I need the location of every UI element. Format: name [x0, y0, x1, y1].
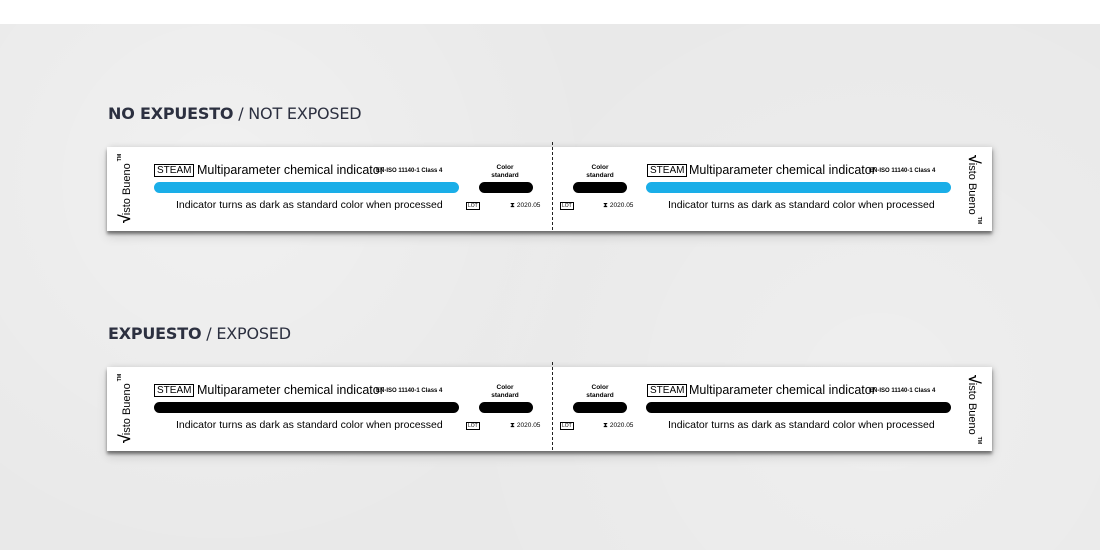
background [0, 24, 1100, 550]
indicator-bar [646, 182, 951, 193]
indicator-bar [646, 402, 951, 413]
expiry-date: ⧗2020.05 [603, 422, 634, 429]
instruction-text: Indicator turns as dark as standard colo… [176, 199, 443, 211]
instruction-text: Indicator turns as dark as standard colo… [176, 419, 443, 431]
expiry-date: ⧗2020.05 [510, 202, 541, 209]
lot-label: LOT [466, 422, 480, 430]
lot-label: LOT [560, 202, 574, 210]
color-standard-bar [479, 182, 533, 193]
color-standard-bar [479, 402, 533, 413]
standard-reference: EN-ISO 11140-1 Class 4 [869, 168, 936, 174]
steam-badge: STEAM [154, 384, 195, 397]
hourglass-icon: ⧗ [603, 202, 608, 209]
hourglass-icon: ⧗ [510, 202, 515, 209]
lot-label: LOT [560, 422, 574, 430]
lot-label: LOT [466, 202, 480, 210]
expiry-date: ⧗2020.05 [603, 202, 634, 209]
section-title-bold: NO EXPUESTO [108, 104, 234, 123]
perforation-cut-line [552, 142, 553, 230]
strip-half-left: STEAM Multiparameter chemical indicator … [107, 367, 552, 451]
section-title-exposed: EXPUESTO / EXPOSED [108, 324, 291, 343]
hourglass-icon: ⧗ [510, 422, 515, 429]
brand-logo-right: √isto BuenoTM [960, 147, 986, 231]
section-title-bold: EXPUESTO [108, 324, 202, 343]
indicator-bar [154, 182, 459, 193]
indicator-bar [154, 402, 459, 413]
section-title-rest: / NOT EXPOSED [233, 104, 362, 123]
instruction-text: Indicator turns as dark as standard colo… [668, 199, 935, 211]
trademark: TM [976, 436, 982, 444]
hourglass-icon: ⧗ [603, 422, 608, 429]
indicator-strip-not-exposed: √isto BuenoTM STEAM Multiparameter chemi… [107, 142, 992, 231]
strip-half-left: STEAM Multiparameter chemical indicator … [107, 147, 552, 231]
indicator-title: Multiparameter chemical indicator [197, 383, 384, 397]
brand-name: isto Bueno [966, 382, 978, 435]
expiry-date: ⧗2020.05 [510, 422, 541, 429]
section-title-rest: / EXPOSED [201, 324, 291, 343]
check-icon: √ [965, 154, 982, 163]
indicator-title: Multiparameter chemical indicator [689, 383, 876, 397]
steam-badge: STEAM [154, 164, 195, 177]
section-title-not-exposed: NO EXPUESTO / NOT EXPOSED [108, 104, 362, 123]
color-standard-bar [573, 182, 627, 193]
steam-badge: STEAM [647, 164, 688, 177]
indicator-title: Multiparameter chemical indicator [689, 163, 876, 177]
perforation-cut-line [552, 362, 553, 450]
indicator-title: Multiparameter chemical indicator [197, 163, 384, 177]
trademark: TM [976, 216, 982, 224]
color-standard-bar [573, 402, 627, 413]
standard-reference: EN-ISO 11140-1 Class 4 [376, 168, 443, 174]
standard-reference: EN-ISO 11140-1 Class 4 [376, 388, 443, 394]
instruction-text: Indicator turns as dark as standard colo… [668, 419, 935, 431]
indicator-strip-exposed: √isto BuenoTM STEAM Multiparameter chemi… [107, 362, 992, 451]
steam-badge: STEAM [647, 384, 688, 397]
standard-reference: EN-ISO 11140-1 Class 4 [869, 388, 936, 394]
check-icon: √ [965, 374, 982, 383]
brand-logo-right: √isto BuenoTM [960, 367, 986, 451]
brand-name: isto Bueno [966, 162, 978, 215]
